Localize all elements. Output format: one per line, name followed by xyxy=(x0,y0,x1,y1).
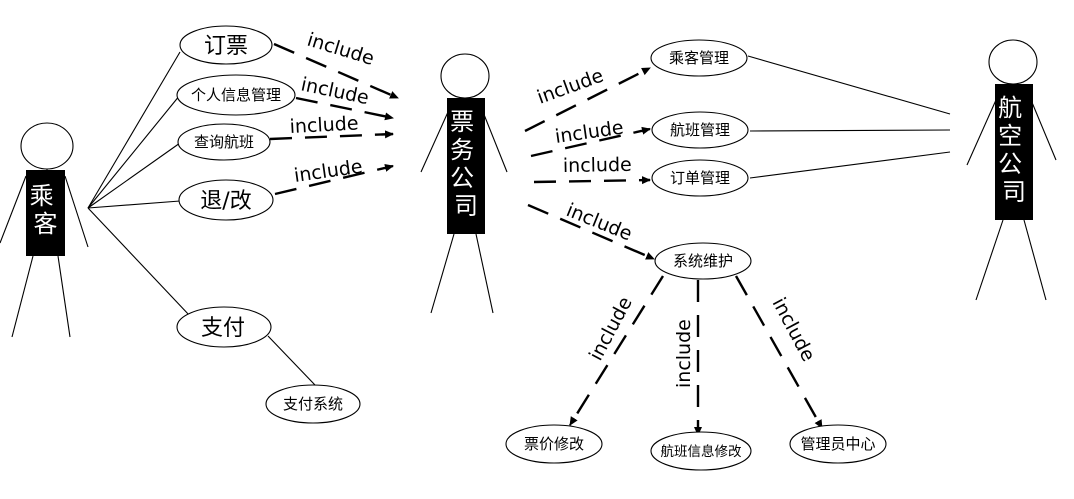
include-label: include xyxy=(305,29,377,70)
usecase-personal-info: 个人信息管理 xyxy=(176,74,296,116)
usecase-passenger-mgmt: 乘客管理 xyxy=(650,39,748,77)
associations xyxy=(87,51,951,386)
include-label: include xyxy=(299,73,371,109)
include-label: include xyxy=(289,112,359,138)
usecase-refund-change: 退/改 xyxy=(178,179,274,221)
actor-ticket-company-label: 票 务 公 司 xyxy=(450,108,482,220)
svg-text:支付: 支付 xyxy=(201,316,245,341)
svg-text:乘客管理: 乘客管理 xyxy=(669,49,729,67)
usecase-query-flight: 查询航班 xyxy=(177,123,271,161)
include-labels: include include include include include … xyxy=(289,29,819,388)
include-label: include xyxy=(585,293,637,364)
include-label: include xyxy=(293,156,364,187)
svg-text:管理员中心: 管理员中心 xyxy=(800,435,875,453)
usecase-order-mgmt: 订单管理 xyxy=(651,159,749,197)
include-arrows xyxy=(269,42,824,436)
usecase-system-maintenance: 系统维护 xyxy=(654,242,752,280)
include-label: include xyxy=(563,154,632,177)
include-label: include xyxy=(534,64,606,108)
svg-text:查询航班: 查询航班 xyxy=(194,133,254,151)
usecase-price-modify: 票价修改 xyxy=(505,424,603,464)
svg-text:系统维护: 系统维护 xyxy=(673,252,733,270)
usecase-book-ticket: 订票 xyxy=(179,25,273,65)
usecase-payment: 支付 xyxy=(176,306,272,348)
svg-text:个人信息管理: 个人信息管理 xyxy=(191,86,281,104)
svg-text:退/改: 退/改 xyxy=(200,189,251,214)
usecase-flight-info-modify: 航班信息修改 xyxy=(650,431,752,471)
actor-airline-label: 航 空 公 司 xyxy=(998,94,1030,206)
usecase-flight-mgmt: 航班管理 xyxy=(651,111,749,149)
svg-text:航班信息修改: 航班信息修改 xyxy=(661,443,742,460)
actor-airline: 航 空 公 司 xyxy=(966,39,1057,301)
include-label: include xyxy=(554,117,625,148)
actor-ticket-company: 票 务 公 司 xyxy=(420,53,508,314)
include-label: include xyxy=(563,199,635,245)
svg-text:订单管理: 订单管理 xyxy=(670,169,730,187)
svg-text:支付系统: 支付系统 xyxy=(283,395,343,413)
actor-passenger: 乘 客 xyxy=(0,122,89,338)
usecase-payment-system: 支付系统 xyxy=(265,384,361,424)
actor-passenger-label: 乘 客 xyxy=(30,182,62,238)
svg-text:航班管理: 航班管理 xyxy=(670,121,730,139)
include-label: include xyxy=(673,319,695,388)
usecase-admin-center: 管理员中心 xyxy=(789,424,887,464)
svg-text:订票: 订票 xyxy=(204,34,248,59)
include-label: include xyxy=(768,294,820,365)
svg-text:票价修改: 票价修改 xyxy=(524,435,584,453)
